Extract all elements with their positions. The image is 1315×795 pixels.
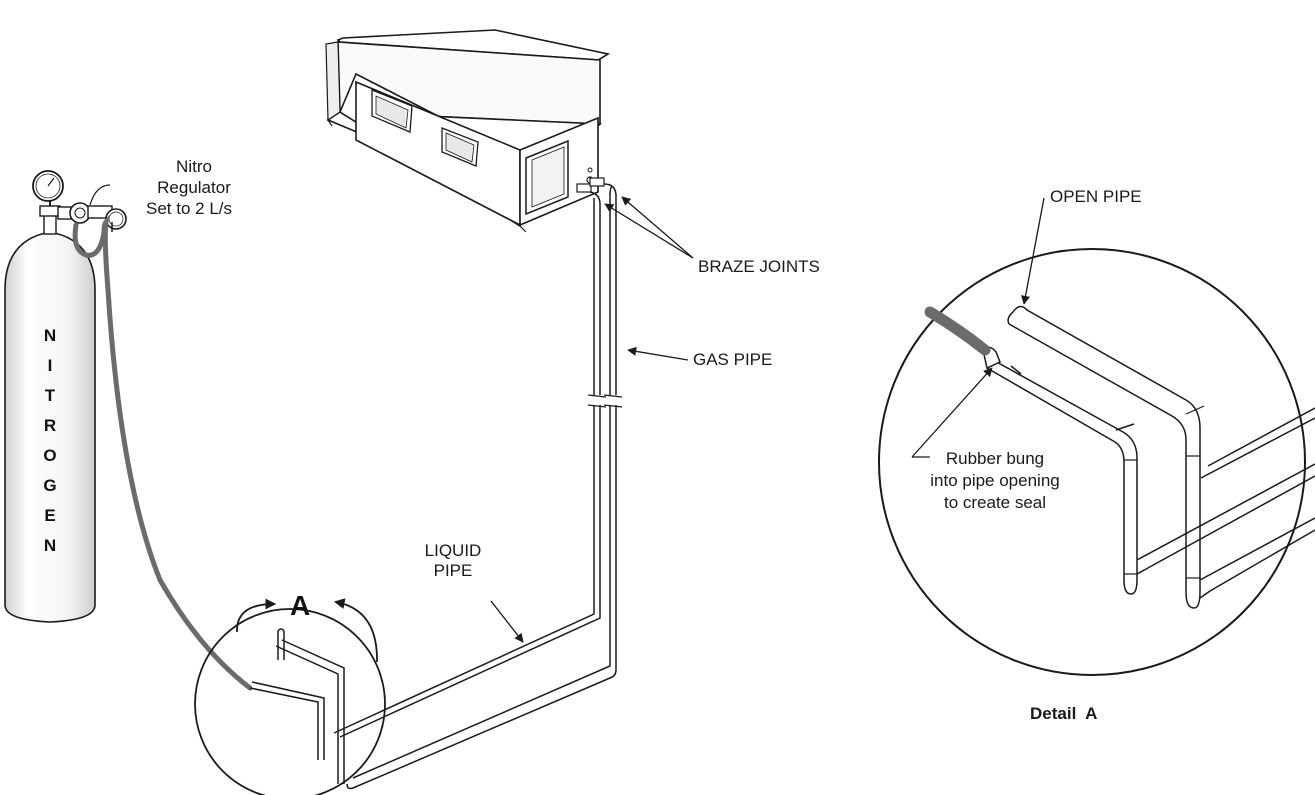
tank-letter: T <box>44 386 56 405</box>
open-pipe-label: OPEN PIPE <box>1050 187 1142 206</box>
detail-a-enlarged-view <box>878 197 1315 676</box>
regulator-label-line2: Regulator <box>157 178 231 197</box>
indoor-unit <box>325 29 611 233</box>
tank-letter: I <box>47 356 53 375</box>
tank-letter: N <box>43 536 57 555</box>
gas-pipe <box>346 183 623 790</box>
label-leaders <box>490 196 694 643</box>
regulator-label-line1: Nitro <box>176 157 212 176</box>
liquid-pipe-label-line2: PIPE <box>433 561 473 580</box>
braze-joints-label: BRAZE JOINTS <box>698 257 820 276</box>
detail-hose <box>924 306 991 356</box>
tank-letter: R <box>43 416 57 435</box>
bung-label-line2: into pipe opening <box>930 471 1060 490</box>
nitro-regulator <box>32 170 127 230</box>
liquid-pipe-label-line1: LIQUID <box>424 541 482 560</box>
bung-label-line1: Rubber bung <box>945 449 1045 468</box>
tank-letter: O <box>43 446 57 465</box>
bung-label-line3: to create seal <box>943 493 1047 512</box>
tank-letter: E <box>44 506 56 525</box>
gas-pipe-label: GAS PIPE <box>693 350 773 369</box>
tank-letter: G <box>43 476 57 495</box>
detail-a-callout-circle <box>194 598 386 795</box>
nitrogen-hose <box>72 215 253 691</box>
liquid-pipe <box>333 191 607 738</box>
detail-a-marker: A <box>290 590 311 621</box>
detail-a-caption: Detail A <box>1030 704 1098 723</box>
tank-letter: N <box>43 326 57 345</box>
regulator-label-line3: Set to 2 L/s <box>146 199 232 218</box>
nitrogen-tank <box>4 205 96 623</box>
